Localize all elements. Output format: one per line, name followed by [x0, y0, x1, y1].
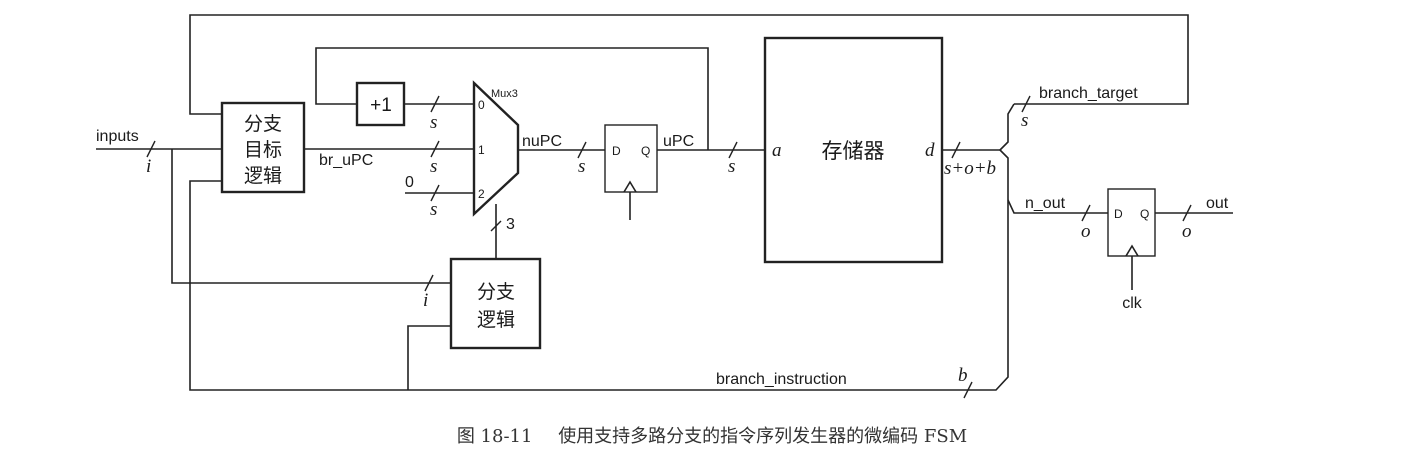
branch-target-logic-label-line2: 目标	[244, 139, 282, 161]
bus-slash	[577, 141, 587, 159]
width-b-branch-instruction: b	[958, 365, 968, 386]
mux-label: Mux3	[491, 88, 518, 100]
upc-register	[604, 124, 658, 193]
bus-slash	[430, 140, 440, 158]
width-s-incr: s	[430, 112, 437, 133]
constant-zero-label: 0	[405, 174, 414, 191]
memory-block	[763, 36, 944, 264]
branch-instruction-label: branch_instruction	[716, 371, 847, 388]
ff2-clock-icon	[1125, 244, 1139, 257]
width-s-zero: s	[430, 199, 437, 220]
width-s-branch-target: s	[1021, 110, 1028, 131]
figure-caption: 图 18-11 使用支持多路分支的指令序列发生器的微编码 FSM	[0, 422, 1424, 448]
mux-input-1-label: 1	[478, 143, 485, 157]
bus-slash	[424, 274, 434, 292]
bus-slash	[1021, 95, 1031, 113]
bus-slash	[430, 95, 440, 113]
inputs-label: inputs	[96, 128, 139, 145]
width-s-nupc: s	[578, 156, 585, 177]
incrementer-label: +1	[370, 95, 392, 116]
branch-target-logic-label-line3: 逻辑	[244, 165, 282, 187]
fork-down-wire	[189, 149, 1009, 391]
bus-slash	[951, 141, 961, 159]
bus-slash	[146, 140, 156, 158]
branch-target-logic-label-line1: 分支	[244, 113, 282, 135]
wires	[96, 14, 1233, 391]
branch-target-feedback-wire	[189, 14, 1189, 115]
branch-target-label: branch_target	[1039, 85, 1138, 102]
width-i-branch-logic: i	[423, 290, 428, 311]
inputs-to-branch-logic-wire	[171, 149, 451, 284]
fork-up-wire	[999, 103, 1015, 151]
incrementer-block	[355, 81, 406, 127]
out-label: out	[1206, 195, 1229, 212]
output-register	[1107, 188, 1156, 257]
ff1-clock-icon	[623, 180, 637, 193]
mux-input-2-label: 2	[478, 187, 485, 201]
branch-logic-label-line1: 分支	[477, 281, 515, 303]
mux-select-width-label: 3	[506, 216, 515, 233]
n-out-wire	[1007, 199, 1108, 214]
upc-loop-wire	[315, 47, 709, 150]
br-upc-label: br_uPC	[319, 152, 373, 169]
nupc-label: nuPC	[522, 133, 562, 150]
mux-input-0-label: 0	[478, 98, 485, 112]
memory-addr-port: a	[772, 140, 782, 161]
branch-logic-block	[449, 257, 542, 350]
memory-data-port: d	[925, 140, 935, 161]
ff2-d-label: D	[1114, 207, 1123, 221]
bus-slash	[963, 381, 973, 399]
width-s-upc: s	[728, 156, 735, 177]
branch-logic-label-line2: 逻辑	[477, 309, 515, 331]
bus-slash	[728, 141, 738, 159]
bus-slash	[1182, 204, 1192, 222]
ff2-q-label: Q	[1140, 207, 1149, 221]
figure-title: 使用支持多路分支的指令序列发生器的微编码 FSM	[558, 426, 968, 447]
clk-label: clk	[1122, 295, 1143, 312]
width-o-out: o	[1182, 221, 1192, 242]
branch-target-logic-block	[220, 101, 306, 194]
bus-slash	[490, 220, 502, 232]
upc-label: uPC	[663, 133, 694, 150]
figure-number: 图 18-11	[456, 426, 533, 447]
memory-label: 存储器	[822, 139, 885, 163]
width-i-inputs: i	[146, 156, 151, 177]
ff1-q-label: Q	[641, 144, 650, 158]
bus-slash	[1081, 204, 1091, 222]
bus-slashes	[146, 95, 1192, 399]
branch-instruction-to-logic-wire	[407, 325, 451, 390]
n-out-label: n_out	[1025, 195, 1066, 212]
width-s-br-upc: s	[430, 156, 437, 177]
bus-slash	[430, 184, 440, 202]
width-o-n-out: o	[1081, 221, 1091, 242]
ff1-d-label: D	[612, 144, 621, 158]
width-d-bus: s+o+b	[944, 158, 996, 179]
mux3-block	[472, 80, 520, 217]
